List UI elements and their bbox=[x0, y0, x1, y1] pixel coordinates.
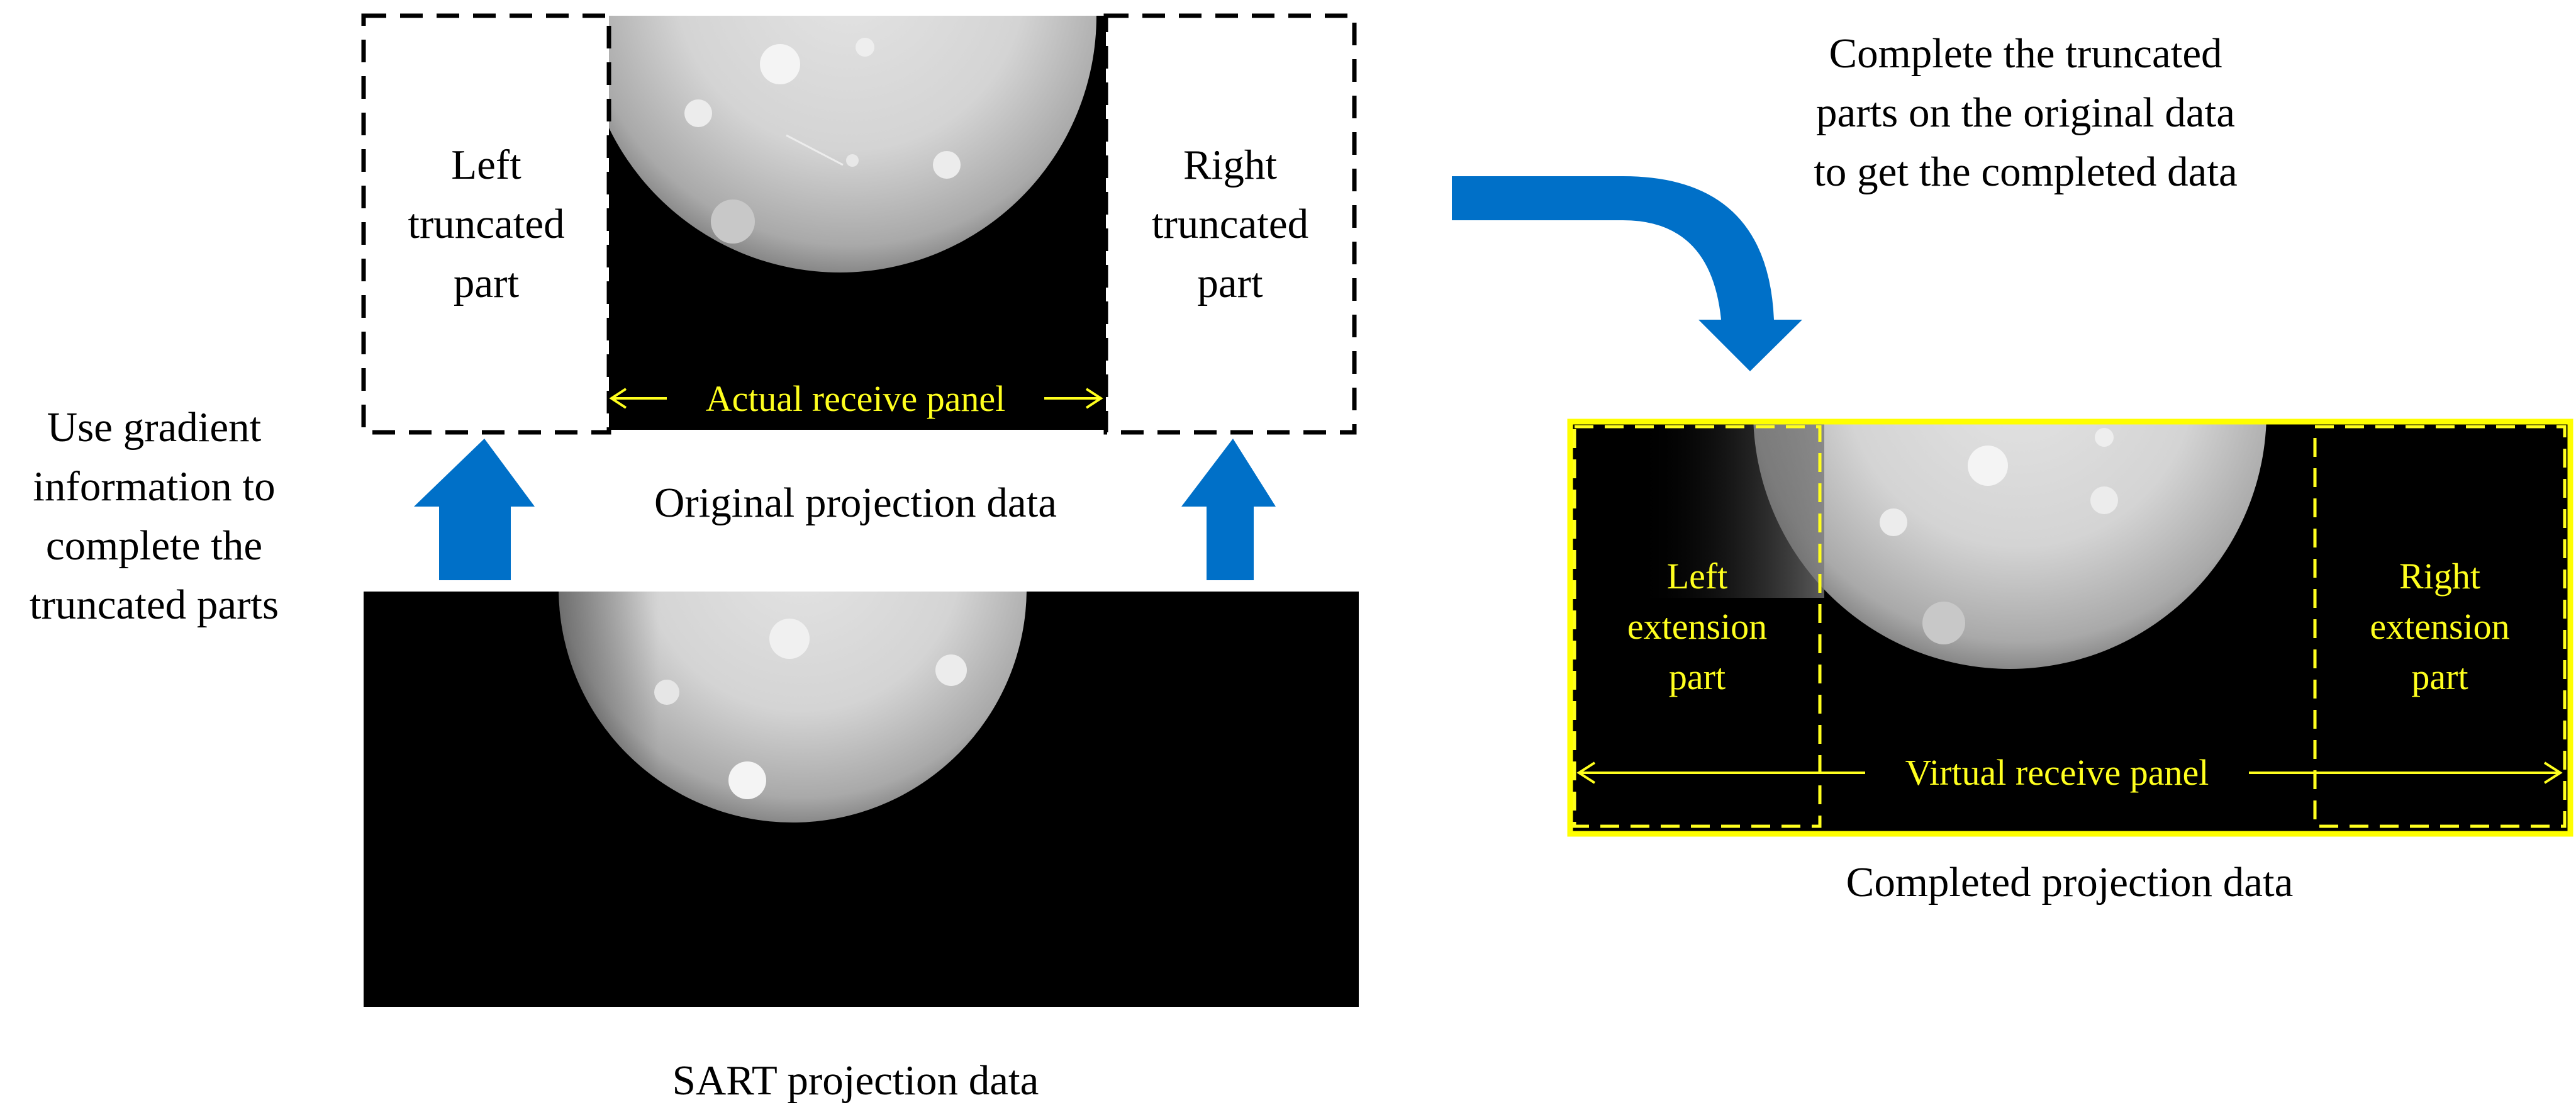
up-arrow-right bbox=[1181, 439, 1276, 580]
left-truncated-line: Left bbox=[451, 142, 521, 188]
right-truncated-box bbox=[1103, 13, 1357, 435]
curved-blue-arrow bbox=[1452, 176, 1802, 371]
right-extension-box bbox=[2313, 425, 2567, 828]
left-truncated-line: truncated bbox=[408, 201, 565, 247]
top-right-note-line: to get the completed data bbox=[1814, 149, 2238, 195]
completed-frame bbox=[1567, 418, 2573, 837]
left-extension-line: Left bbox=[1666, 556, 1728, 597]
top-right-note-line: Complete the truncated bbox=[1829, 30, 2222, 77]
sart-projection-image bbox=[364, 592, 1359, 1007]
side-note-line: Use gradient bbox=[47, 404, 262, 451]
right-extension-line: extension bbox=[2370, 606, 2510, 647]
actual-panel-label: Actual receive panel bbox=[705, 378, 1006, 419]
left-truncated-box bbox=[361, 13, 611, 435]
virtual-panel-label: Virtual receive panel bbox=[1905, 752, 2209, 793]
right-truncated-line: truncated bbox=[1151, 201, 1309, 247]
right-extension-label: Right extension part bbox=[2315, 551, 2565, 702]
side-note-line: information to bbox=[33, 463, 276, 510]
side-note-line: truncated parts bbox=[29, 581, 279, 628]
right-truncated-line: Right bbox=[1183, 142, 1277, 188]
right-truncated-line: part bbox=[1197, 260, 1263, 306]
original-projection-image bbox=[609, 16, 1106, 430]
left-extension-label: Left extension part bbox=[1575, 551, 1820, 702]
right-truncated-label: Right truncated part bbox=[1106, 135, 1354, 313]
left-extension-line: part bbox=[1668, 656, 1726, 697]
side-note-line: complete the bbox=[45, 522, 263, 569]
left-truncated-label: Left truncated part bbox=[364, 135, 609, 313]
up-arrow-left bbox=[414, 439, 535, 580]
top-right-note-line: parts on the original data bbox=[1815, 89, 2236, 136]
completed-projection-image bbox=[1570, 422, 2570, 834]
actual-panel-arrow bbox=[609, 388, 1103, 409]
left-extension-box bbox=[1573, 425, 1822, 828]
left-extension-line: extension bbox=[1627, 606, 1768, 647]
right-extension-line: part bbox=[2411, 656, 2468, 697]
sart-caption: SART projection data bbox=[672, 1057, 1039, 1104]
left-truncated-line: part bbox=[453, 260, 520, 306]
right-extension-line: Right bbox=[2399, 556, 2480, 597]
side-note-text: Use gradient information to complete the… bbox=[0, 398, 308, 634]
virtual-panel-arrow bbox=[1576, 761, 2563, 784]
original-caption: Original projection data bbox=[654, 480, 1057, 526]
top-right-note: Complete the truncated parts on the orig… bbox=[1736, 24, 2315, 201]
completed-caption: Completed projection data bbox=[1846, 859, 2294, 906]
